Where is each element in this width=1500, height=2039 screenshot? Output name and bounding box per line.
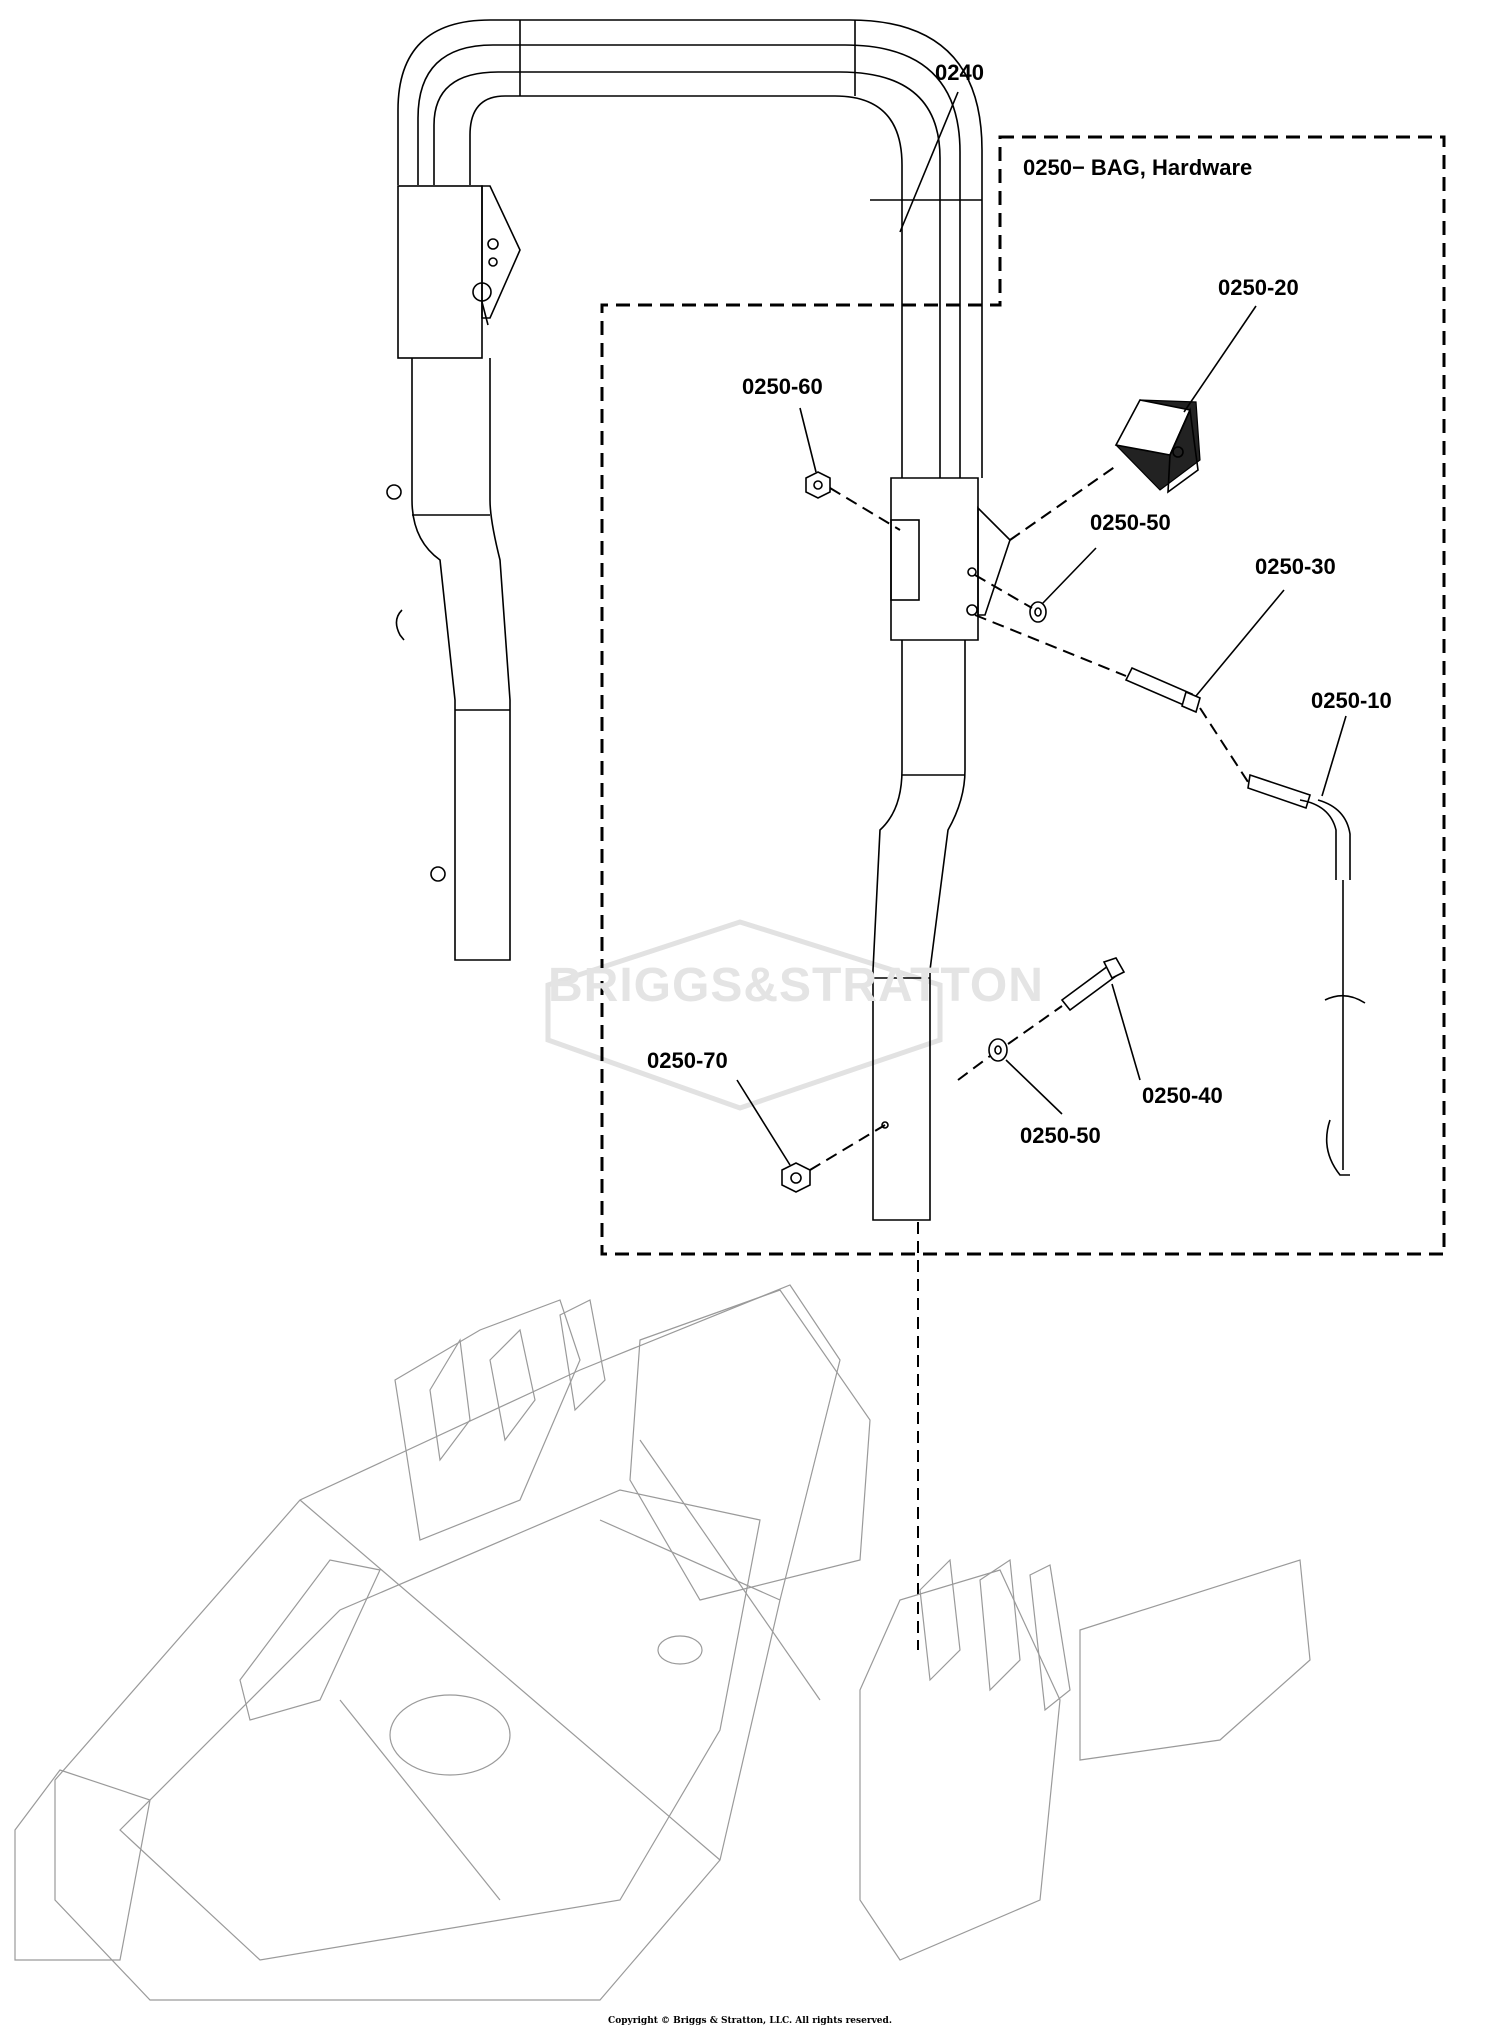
callout-0250-50-bottom: 0250-50 bbox=[1020, 1123, 1101, 1148]
callout-0250-30: 0250-30 bbox=[1255, 554, 1336, 579]
callout-0250-60: 0250-60 bbox=[742, 374, 823, 399]
nut-0250-60 bbox=[805, 471, 831, 499]
callout-0240: 0240 bbox=[935, 60, 984, 85]
nut-0250-70 bbox=[781, 1162, 811, 1193]
chassis-frame bbox=[14, 1284, 1311, 2001]
bolt-0250-30 bbox=[1124, 666, 1201, 714]
pin-0250-10 bbox=[1247, 773, 1366, 1176]
watermark-text: BRIGGS&STRATTON bbox=[548, 959, 1044, 1012]
bumper-0250-20 bbox=[1114, 399, 1201, 494]
copyright-notice: Copyright © Briggs & Stratton, LLC. All … bbox=[608, 2016, 892, 2026]
callout-0250-20: 0250-20 bbox=[1218, 275, 1299, 300]
callout-0250-70: 0250-70 bbox=[647, 1048, 728, 1073]
washer-0250-50-bottom bbox=[988, 1038, 1008, 1062]
hardware-bag-boundary bbox=[600, 135, 1446, 1256]
callout-0250-50-top: 0250-50 bbox=[1090, 510, 1171, 535]
callout-0250-10: 0250-10 bbox=[1311, 688, 1392, 713]
bolt-0250-40 bbox=[1060, 957, 1126, 1012]
callout-0250-40: 0250-40 bbox=[1142, 1083, 1223, 1108]
callout-0250-bag-hardware: 0250− BAG, Hardware bbox=[1023, 155, 1253, 180]
leader-lines bbox=[736, 91, 1347, 1166]
assembly-lines bbox=[809, 465, 1249, 1650]
washer-0250-50-top bbox=[1029, 601, 1047, 623]
handle-0240 bbox=[386, 19, 1011, 1221]
watermark-logo bbox=[545, 919, 943, 1111]
